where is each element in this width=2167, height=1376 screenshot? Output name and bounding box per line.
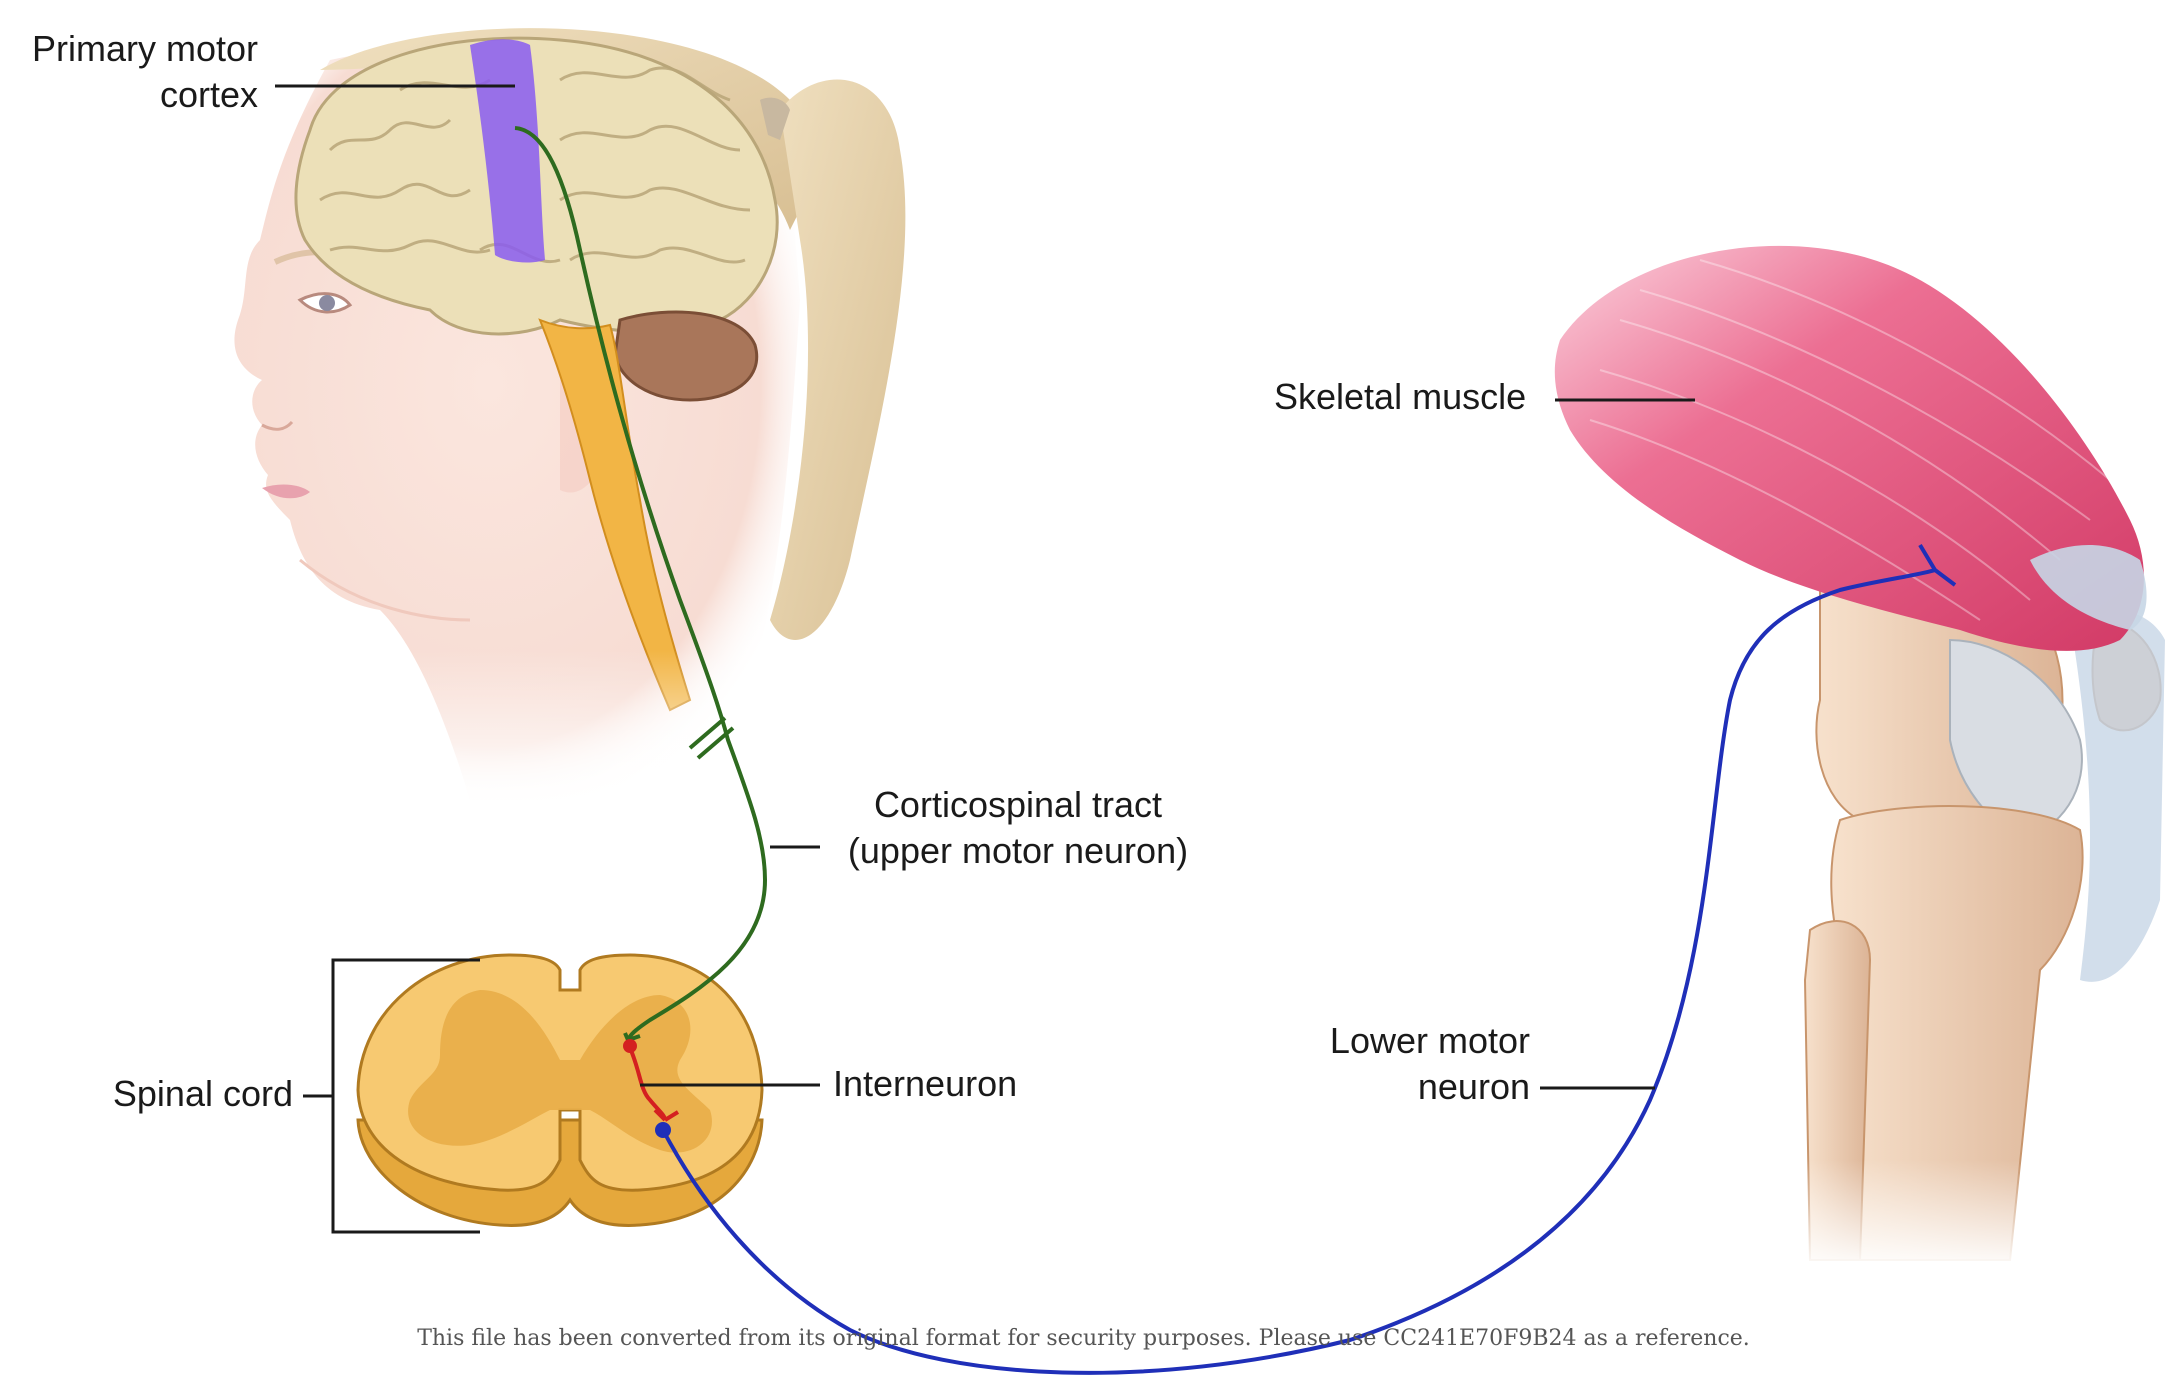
patellar-tendon: [2070, 610, 2165, 982]
label-corticospinal-tract-line2: (upper motor neuron): [818, 828, 1218, 874]
conversion-notice: This file has been converted from its or…: [0, 1326, 2167, 1351]
spinal-cord-illustration: [358, 955, 762, 1225]
label-lower-motor-neuron: Lower motor neuron: [1270, 1018, 1530, 1110]
label-primary-motor-cortex-line2: cortex: [0, 72, 258, 118]
leg-fade: [1780, 1160, 2167, 1270]
lower-motor-neuron: [655, 545, 1955, 1373]
iris: [319, 295, 335, 311]
label-lower-motor-neuron-line1: Lower motor: [1270, 1018, 1530, 1064]
label-primary-motor-cortex: Primary motor cortex: [0, 26, 258, 118]
label-primary-motor-cortex-line1: Primary motor: [0, 26, 258, 72]
label-lower-motor-neuron-line2: neuron: [1270, 1064, 1530, 1110]
label-interneuron: Interneuron: [833, 1061, 1017, 1107]
head-illustration: [234, 28, 905, 810]
label-spinal-cord: Spinal cord: [60, 1071, 293, 1117]
interneuron-cell-body: [623, 1039, 637, 1053]
label-corticospinal-tract: Corticospinal tract (upper motor neuron): [818, 782, 1218, 874]
lower-motor-neuron-cell-body: [655, 1122, 671, 1138]
label-corticospinal-tract-line1: Corticospinal tract: [818, 782, 1218, 828]
label-skeletal-muscle: Skeletal muscle: [1274, 374, 1526, 420]
